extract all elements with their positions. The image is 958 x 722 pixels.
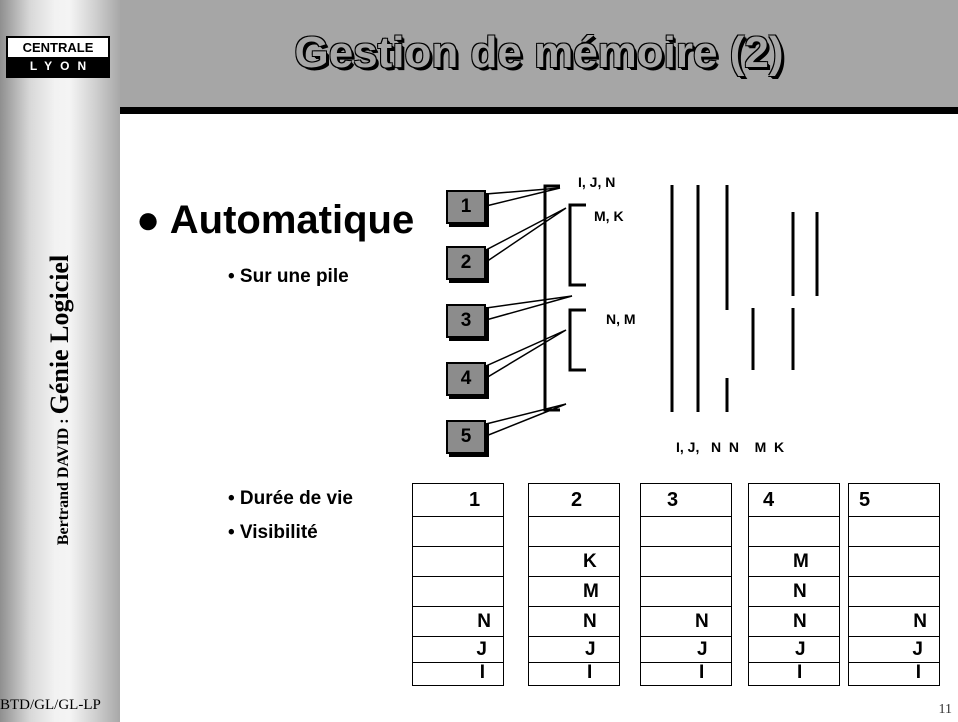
frame-cell: M — [529, 577, 619, 607]
frame-2: 2 K M N J I — [528, 483, 620, 686]
frame-cell: N — [641, 607, 731, 637]
frame-header: 3 — [641, 484, 731, 517]
lifetime-variable-labels: I, J, N N M K — [676, 439, 785, 455]
footer-code: BTD/GL/GL-LP — [0, 697, 101, 713]
bullet-duree-de-vie: • Durée de vie — [228, 488, 353, 509]
frame-5: 5 N J I — [848, 483, 940, 686]
frame-cell: I — [479, 662, 485, 683]
stack-box-1: 1 — [446, 190, 486, 224]
frame-header: 5 — [849, 484, 939, 517]
frame-1: 1 N J I — [412, 483, 504, 686]
frame-cell — [641, 547, 731, 577]
stack-box-5: 5 — [446, 420, 486, 454]
title-bar — [120, 0, 958, 114]
callout-2 — [485, 207, 567, 264]
frame-cell — [413, 517, 503, 547]
bullet-automatique: ● Automatique — [136, 198, 415, 242]
mk-bracket — [568, 203, 586, 287]
nm-bracket — [568, 308, 586, 372]
frame-cell: K — [529, 547, 619, 577]
callout-5 — [485, 403, 567, 438]
frame-cell: I — [797, 662, 803, 683]
frame-cell: N — [413, 607, 503, 637]
stack-box-2: 2 — [446, 246, 486, 280]
frame-cell — [849, 547, 939, 577]
label-nm: N, M — [606, 311, 636, 327]
frame-cell: J — [849, 637, 939, 663]
frame-cell: J — [749, 637, 839, 663]
callout-4 — [485, 329, 567, 380]
frame-cell: I — [699, 662, 705, 683]
frame-cell — [413, 547, 503, 577]
sidebar-band — [0, 0, 120, 722]
logo-bottom-text: LYON — [8, 57, 108, 76]
frame-cell — [849, 517, 939, 547]
frame-cell: N — [749, 577, 839, 607]
frame-cell — [413, 577, 503, 607]
frame-4: 4 M N N J I — [748, 483, 840, 686]
frame-cell — [641, 577, 731, 607]
bullet-sur-une-pile: • Sur une pile — [228, 266, 349, 287]
stack-box-4: 4 — [446, 362, 486, 396]
frame-cell: J — [529, 637, 619, 663]
frame-cell — [641, 517, 731, 547]
label-mk: M, K — [594, 208, 624, 224]
callout-3 — [485, 295, 573, 321]
main-bracket — [543, 184, 560, 412]
frame-cell: N — [749, 607, 839, 637]
frame-cell: I — [587, 662, 593, 683]
frame-cell: M — [749, 547, 839, 577]
frame-header: 1 — [413, 484, 503, 517]
frame-cell: I — [915, 662, 921, 683]
label-ijn: I, J, N — [578, 174, 616, 190]
centrale-lyon-logo: CENTRALE LYON — [6, 36, 110, 78]
frame-cell: J — [413, 637, 503, 663]
frame-cell — [849, 577, 939, 607]
frame-cell — [529, 517, 619, 547]
frame-cell: N — [849, 607, 939, 637]
page-number: 11 — [938, 702, 952, 717]
frame-header: 4 — [749, 484, 839, 517]
frame-cell: J — [641, 637, 731, 663]
frame-cell: N — [529, 607, 619, 637]
stack-box-3: 3 — [446, 304, 486, 338]
frame-cell — [749, 517, 839, 547]
callout-1 — [485, 187, 561, 207]
bullet-visibilite: • Visibilité — [228, 522, 318, 543]
frame-header: 2 — [529, 484, 619, 517]
slide-title: Gestion de mémoire (2) — [294, 28, 784, 77]
logo-top-text: CENTRALE — [8, 38, 108, 57]
frame-3: 3 N J I — [640, 483, 732, 686]
